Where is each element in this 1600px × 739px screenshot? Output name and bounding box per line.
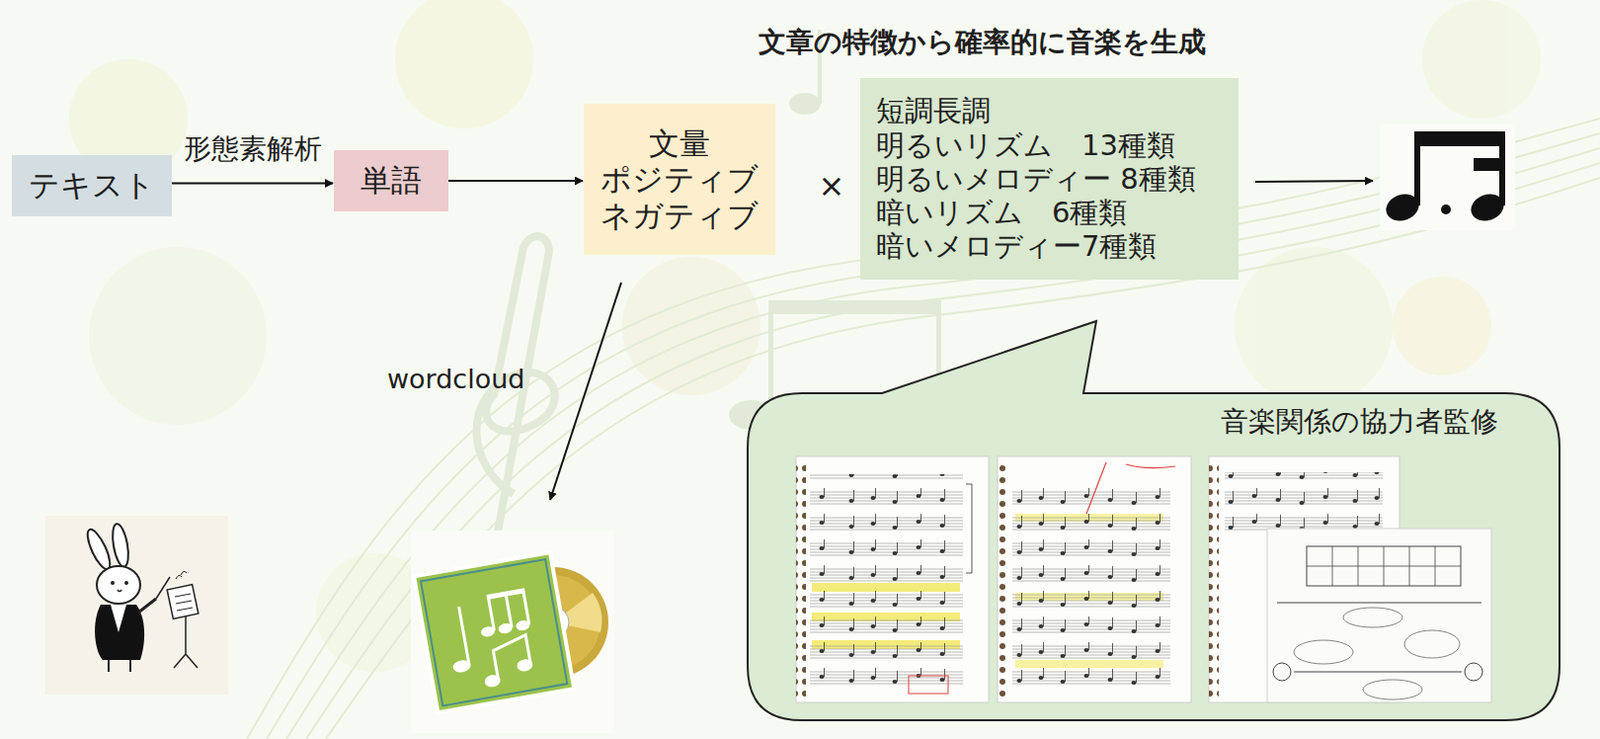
score-photo [796, 456, 989, 703]
score-photo [997, 456, 1192, 703]
node-text: 短調長調 [876, 93, 991, 128]
note-length-chart-photo [1267, 528, 1492, 703]
node-text-line: 暗いリズム 6種類 [876, 195, 1127, 230]
callout-shape [747, 320, 1560, 720]
node-text-line: 暗いメロディー7種類 [876, 229, 1157, 263]
input-box: テキスト [11, 155, 172, 217]
music-parameter-box: 短調長調明るいリズム 13種類明るいメロディー 8種類暗いリズム 6種類暗いメロ… [860, 78, 1239, 280]
node-text-line: 明るいリズム 13種類 [876, 128, 1176, 162]
rabbit-conductor-illustration [45, 515, 229, 695]
connector-label: 形態素解析 [183, 130, 322, 168]
multiply-sign: × [818, 166, 846, 205]
cd-album-icon [410, 530, 615, 733]
supervision-callout: 音楽関係の協力者監修 [747, 393, 1560, 720]
callout-outline [747, 393, 1560, 720]
node-text-line: 明るいメロディー 8種類 [876, 161, 1197, 196]
node-text: 音楽関係の協力者監修 [1220, 402, 1499, 441]
background-staff-curves [246, 118, 1600, 739]
node-text: 単語 [360, 160, 422, 202]
word-box: 単語 [333, 150, 449, 212]
node-text: 文量 ポジティブ ネガティブ [600, 125, 759, 234]
music-note-icon [1379, 124, 1516, 231]
feature-box: 文量 ポジティブ ネガティブ [583, 103, 776, 255]
wordcloud-arrow [550, 282, 622, 500]
connector-arrow [171, 182, 333, 185]
score-photo [1208, 456, 1400, 703]
connector-arrow [448, 179, 583, 182]
diagram-title: 文章の特徴から確率的に音楽を生成 [758, 23, 1206, 62]
node-text: テキスト [28, 164, 156, 207]
output-arrow [1255, 180, 1373, 182]
wordcloud-label: wordcloud [387, 363, 525, 395]
